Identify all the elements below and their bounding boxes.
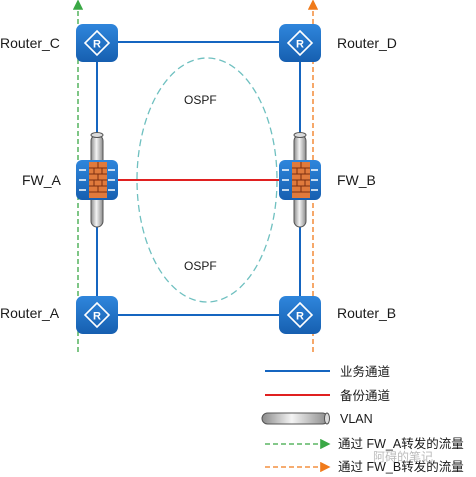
router-icon: [286, 29, 314, 57]
firewall-icon: [79, 162, 115, 198]
router-a-node: R: [76, 296, 118, 334]
router-d-node: R: [279, 24, 321, 62]
router-a-label: Router_A: [0, 305, 60, 321]
svg-text:R: R: [296, 39, 304, 51]
svg-text:R: R: [93, 39, 101, 51]
router-b-node: R: [279, 296, 321, 334]
watermark: 阿碍的笔记: [373, 449, 433, 464]
legend-service-label: 业务通道: [340, 364, 391, 379]
legend-flow-b-label: 通过 FW_B转发的流量: [338, 459, 464, 474]
fw-b-label: FW_B: [337, 172, 376, 188]
service-links: [96, 41, 301, 316]
fw-a-label: FW_A: [22, 172, 62, 188]
ospf-label-top: OSPF: [184, 93, 217, 107]
legend-flow-a-label: 通过 FW_A转发的流量: [338, 436, 464, 451]
router-icon: [286, 301, 314, 329]
svg-text:R: R: [296, 311, 304, 323]
firewall-icon: [282, 162, 318, 198]
router-icon: [83, 301, 111, 329]
legend: 业务通道 备份通道 VLAN 通过 FW_A转发的流量 通过 FW_B转发的流量: [261, 364, 464, 474]
svg-text:R: R: [93, 311, 101, 323]
router-c-node: R: [76, 24, 118, 62]
ospf-label-bottom: OSPF: [184, 259, 217, 273]
legend-vlan-label: VLAN: [340, 412, 373, 426]
legend-backup-label: 备份通道: [340, 389, 391, 403]
fw-a-node: [76, 160, 118, 200]
legend-vlan-swatch: [261, 412, 330, 425]
router-d-label: Router_D: [337, 35, 397, 51]
router-icon: [83, 29, 111, 57]
router-c-label: Router_C: [0, 35, 60, 51]
fw-b-node: [279, 160, 321, 200]
router-b-label: Router_B: [337, 305, 396, 321]
